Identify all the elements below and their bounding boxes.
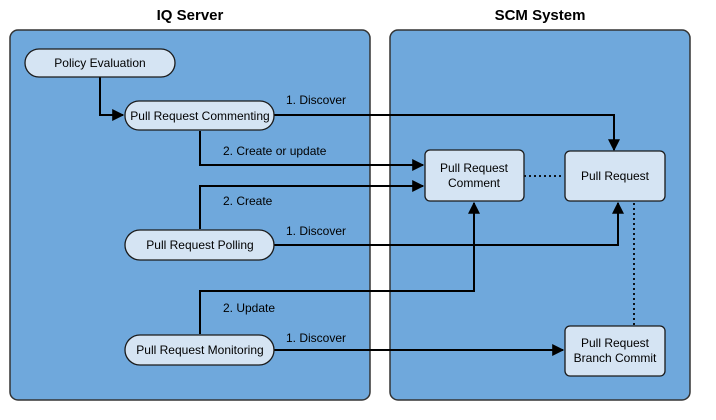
node-pr-polling: Pull Request Polling [124, 229, 275, 261]
node-policy-evaluation-label: Policy Evaluation [54, 56, 145, 70]
iq-server-title: IQ Server [157, 7, 224, 24]
node-pr-polling-label: Pull Request Polling [146, 238, 253, 252]
edge-polling-discover [274, 201, 624, 246]
node-pr-comment-label-line2: Comment [448, 176, 501, 190]
node-pr-commenting-label: Pull Request Commenting [130, 109, 269, 123]
edge-label-monitoring-update: 2. Update [223, 301, 275, 315]
node-pull-request-label: Pull Request [581, 169, 650, 183]
scm-system-title: SCM System [495, 7, 586, 24]
edge-label-monitoring-discover: 1. Discover [286, 331, 346, 345]
edge-policy-to-commenting [99, 77, 125, 121]
node-pull-request: Pull Request [564, 150, 666, 202]
edge-label-commenting-discover: 1. Discover [286, 93, 346, 107]
edge-commenting-discover [274, 114, 620, 152]
node-pr-branch-commit: Pull Request Branch Commit [564, 325, 666, 377]
edges: 1. Discover 2. Create or update 2. Creat… [99, 77, 635, 356]
node-pr-monitoring: Pull Request Monitoring [124, 334, 275, 366]
node-pr-branch-commit-label-line2: Branch Commit [574, 351, 657, 365]
edge-label-polling-discover: 1. Discover [286, 224, 346, 238]
node-policy-evaluation: Policy Evaluation [24, 48, 176, 78]
edge-polling-create [199, 180, 425, 229]
iq-server-box [9, 29, 371, 401]
node-pr-comment: Pull Request Comment [424, 149, 525, 202]
edge-label-commenting-create-update: 2. Create or update [223, 144, 327, 158]
node-pr-commenting: Pull Request Commenting [124, 100, 275, 131]
node-pr-comment-label-line1: Pull Request [440, 161, 509, 175]
node-pr-monitoring-label: Pull Request Monitoring [136, 343, 263, 357]
edge-commenting-create-update [199, 131, 425, 171]
edge-monitoring-update [199, 201, 480, 334]
edge-label-polling-create: 2. Create [223, 194, 273, 208]
iq-server-container: IQ Server [9, 7, 371, 401]
node-pr-branch-commit-label-line1: Pull Request [581, 336, 650, 350]
